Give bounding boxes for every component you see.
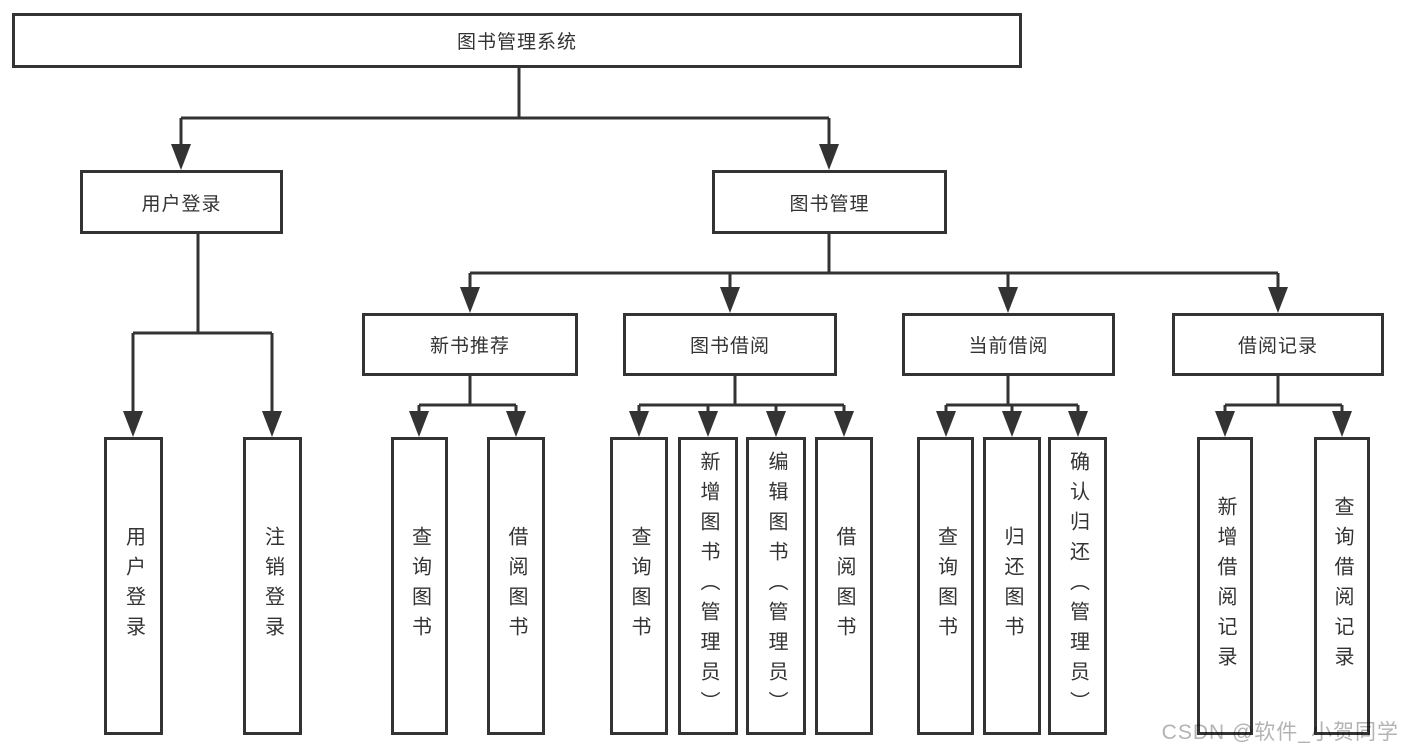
node-root-library-system: 图书管理系统 (12, 13, 1022, 68)
leaf-confirm-return-admin-label: 确认归还（管理员） (1066, 451, 1089, 721)
node-borrow-records-label: 借阅记录 (1237, 336, 1318, 357)
node-book-management: 图书管理 (712, 170, 947, 234)
leaf-borrow-borrow-books: 借阅图书 (815, 437, 873, 735)
leaf-borrow-query-books-label: 查询图书 (628, 526, 650, 646)
node-current-borrow-label: 当前借阅 (968, 336, 1049, 357)
leaf-newbooks-borrow-books: 借阅图书 (487, 437, 545, 735)
leaf-current-query-books-label: 查询图书 (934, 526, 957, 646)
leaf-newbooks-query-books: 查询图书 (391, 437, 448, 735)
leaf-user-login-label: 用户登录 (122, 526, 145, 646)
leaf-logout: 注销登录 (243, 437, 302, 735)
leaf-edit-books-admin: 编辑图书（管理员） (746, 437, 806, 735)
leaf-edit-books-admin-label: 编辑图书（管理员） (765, 451, 787, 721)
node-borrow-records: 借阅记录 (1172, 313, 1384, 376)
leaf-borrow-borrow-books-label: 借阅图书 (833, 526, 855, 646)
leaf-query-borrow-record-label: 查询借阅记录 (1331, 496, 1353, 676)
node-user-login-label: 用户登录 (141, 193, 222, 215)
arrowheads (123, 144, 1352, 437)
node-current-borrow: 当前借阅 (902, 313, 1115, 376)
leaf-current-query-books: 查询图书 (917, 437, 974, 735)
leaf-newbooks-query-books-label: 查询图书 (408, 526, 431, 646)
leaf-add-books-admin-label: 新增图书（管理员） (697, 451, 719, 721)
node-new-book-recommend-label: 新书推荐 (429, 336, 510, 357)
csdn-watermark: CSDN @软件_小贺同学 (1161, 721, 1399, 744)
leaf-add-borrow-record-label: 新增借阅记录 (1214, 496, 1236, 676)
node-book-borrow: 图书借阅 (623, 313, 837, 376)
leaf-return-books-label: 归还图书 (1001, 526, 1023, 646)
node-book-borrow-label: 图书借阅 (689, 336, 770, 357)
leaf-add-borrow-record: 新增借阅记录 (1197, 437, 1253, 735)
leaf-borrow-query-books: 查询图书 (610, 437, 668, 735)
leaf-user-login: 用户登录 (104, 437, 163, 735)
leaf-logout-label: 注销登录 (261, 526, 284, 646)
connector-lines (131, 68, 1344, 415)
leaf-return-books: 归还图书 (983, 437, 1041, 735)
leaf-newbooks-borrow-books-label: 借阅图书 (505, 526, 527, 646)
leaf-add-books-admin: 新增图书（管理员） (678, 437, 738, 735)
node-book-management-label: 图书管理 (789, 193, 870, 215)
node-user-login: 用户登录 (80, 170, 283, 234)
leaf-confirm-return-admin: 确认归还（管理员） (1048, 437, 1107, 735)
node-root-label: 图书管理系统 (456, 32, 577, 53)
node-new-book-recommend: 新书推荐 (362, 313, 578, 376)
leaf-query-borrow-record: 查询借阅记录 (1314, 437, 1370, 735)
